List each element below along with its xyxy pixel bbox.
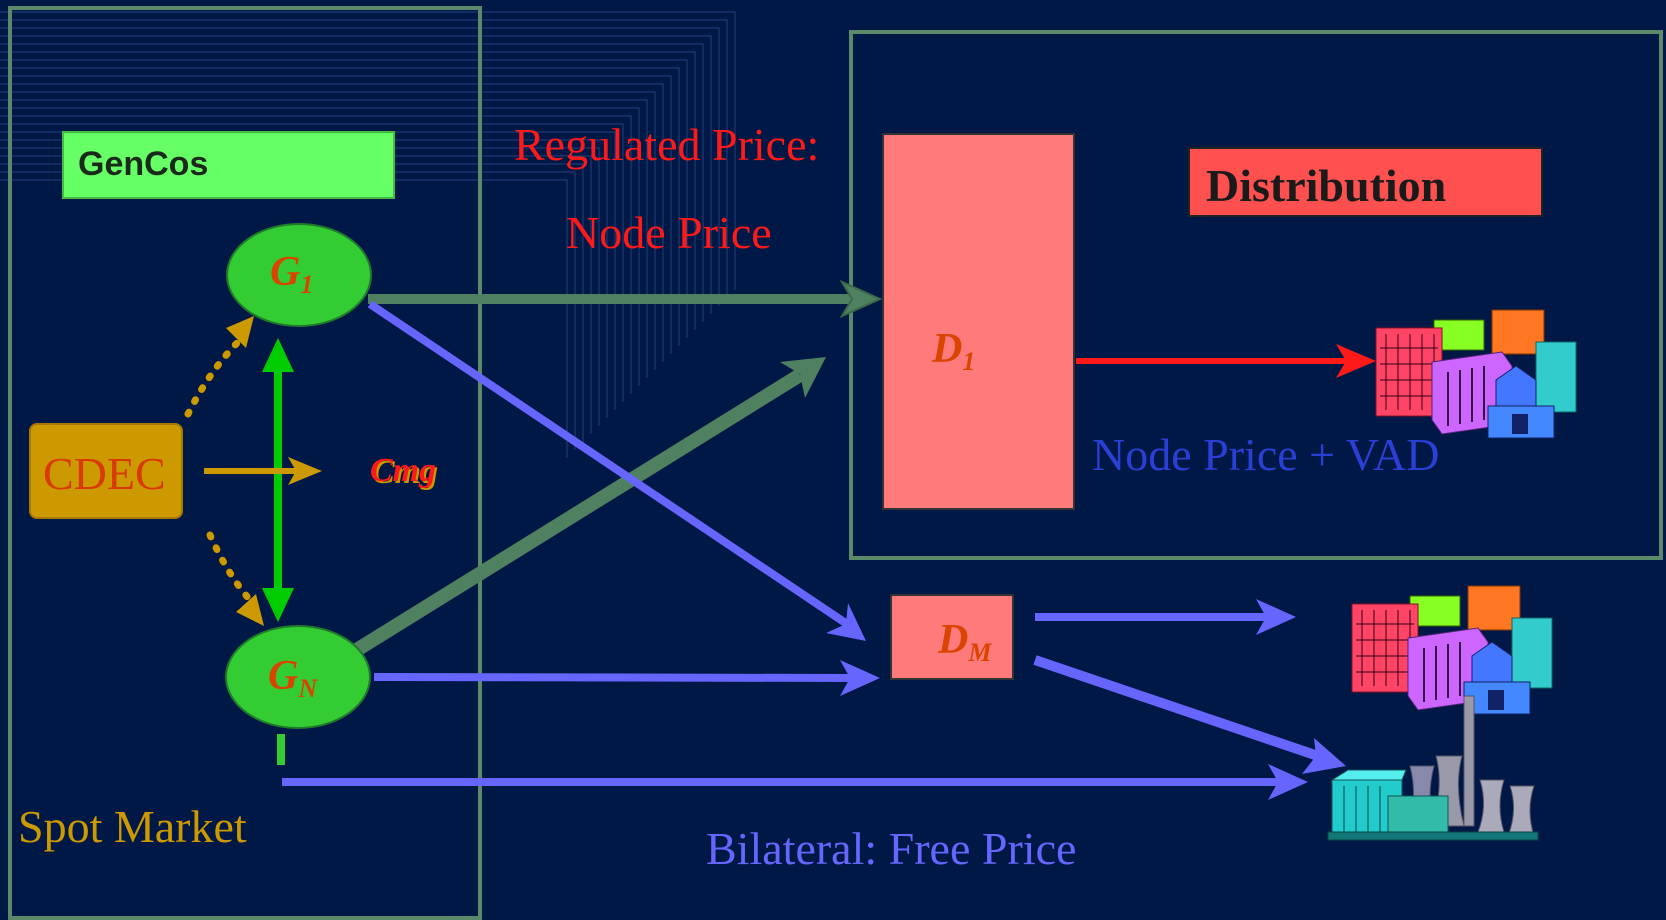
distribution-box: Distribution xyxy=(1188,147,1543,217)
arrow-bilateral-to-plant xyxy=(282,764,1308,800)
distributor-d1: D1 xyxy=(882,133,1075,510)
g1-label: G1 xyxy=(270,249,314,299)
bilateral-label: Bilateral: Free Price xyxy=(706,823,1077,874)
cdec-box: CDEC xyxy=(29,423,183,519)
distribution-label: Distribution xyxy=(1206,160,1447,211)
arrow-dm-to-plant xyxy=(1033,655,1346,774)
city-buildings-icon xyxy=(1375,309,1577,439)
arrow-g1-to-dm xyxy=(367,300,866,641)
d1-label: D1 xyxy=(932,326,976,376)
cdec-label: CDEC xyxy=(43,448,166,499)
generator-g1 xyxy=(226,223,372,327)
arrow-gn-to-dm xyxy=(373,660,880,696)
arrow-cdec-to-cmg xyxy=(204,457,322,485)
spot-market-frame xyxy=(8,6,482,920)
gn-label: GN xyxy=(268,653,318,703)
arrow-dm-to-city xyxy=(1035,599,1296,635)
arrow-gn-to-d1 xyxy=(351,357,826,657)
gencos-box: GenCos xyxy=(62,131,395,199)
cmg-label: Cmg xyxy=(370,452,437,489)
node-price-label: Node Price xyxy=(566,207,772,258)
arrow-g1-gn xyxy=(262,338,294,622)
gencos-label: GenCos xyxy=(78,145,209,183)
cdec-dotted-arrows xyxy=(184,316,264,626)
spot-market-label: Spot Market xyxy=(18,801,247,852)
city-buildings-icon xyxy=(1351,585,1553,715)
distributor-dm: DM xyxy=(890,594,1014,680)
arrow-g1-to-d1 xyxy=(368,279,883,319)
generator-gn xyxy=(225,625,371,729)
dm-label: DM xyxy=(938,617,992,667)
regulated-price-label: Regulated Price: xyxy=(514,119,820,170)
arrow-d1-to-city xyxy=(1076,344,1376,378)
power-plant-icon xyxy=(1327,695,1539,841)
node-price-vad-label: Node Price + VAD xyxy=(1092,429,1440,480)
